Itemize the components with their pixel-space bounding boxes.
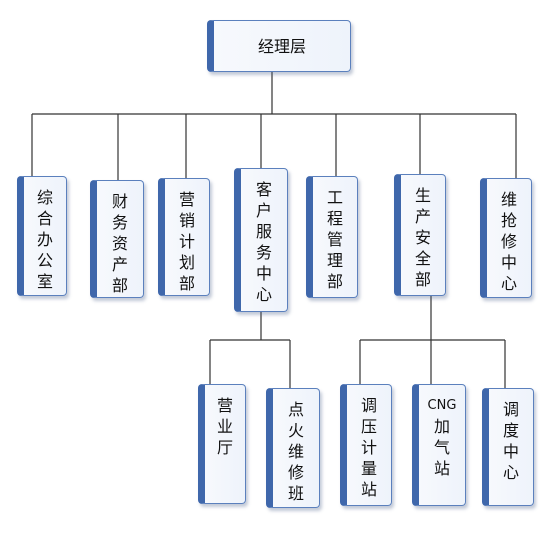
node-business-hall-label: 营业厅 [216,396,233,457]
node-general-office: 综合办公室 [17,176,67,296]
node-management-label: 经理层 [257,36,306,56]
node-customer-service: 客户服务中心 [234,168,288,312]
node-marketing-planning-label: 营销计划部 [178,190,195,293]
node-finance-assets: 财务资产部 [90,180,144,298]
node-ignition-repair: 点火维修班 [266,388,320,508]
node-production-safety-label: 生产安全部 [414,186,431,289]
node-engineering: 工程管理部 [306,176,358,298]
node-general-office-label: 综合办公室 [36,188,53,291]
node-dispatch-center: 调度中心 [482,388,534,506]
node-finance-assets-label: 财务资产部 [111,192,128,295]
node-business-hall: 营业厅 [198,384,246,504]
node-maintenance-center: 维抢修中心 [480,178,532,298]
node-maintenance-center-label: 维抢修中心 [500,190,517,293]
node-engineering-label: 工程管理部 [326,188,343,291]
node-pressure-metering-label: 调压计量站 [360,396,377,499]
node-customer-service-label: 客户服务中心 [255,180,272,304]
node-production-safety: 生产安全部 [394,174,446,296]
node-ignition-repair-label: 点火维修班 [287,400,304,503]
node-marketing-planning: 营销计划部 [158,178,210,296]
node-management: 经理层 [207,20,351,72]
node-dispatch-center-label: 调度中心 [502,400,519,482]
node-pressure-metering: 调压计量站 [340,384,392,506]
